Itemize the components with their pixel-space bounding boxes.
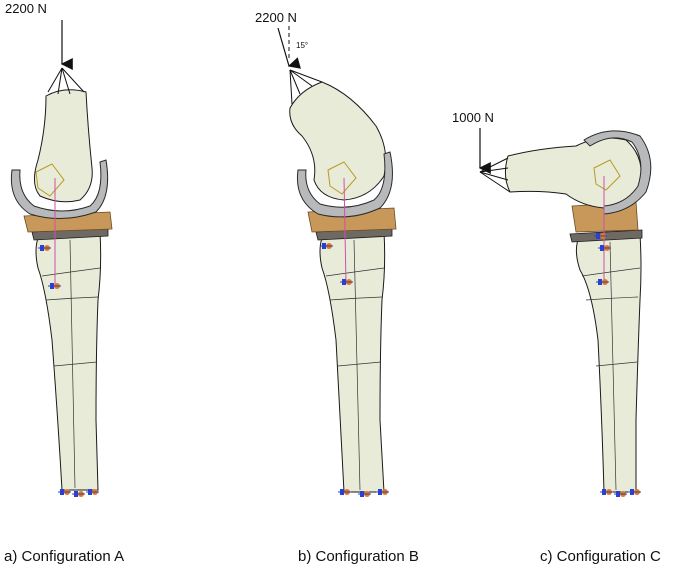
configuration-a-model: 2200 N xyxy=(5,1,113,498)
caption-configuration-c: c) Configuration C xyxy=(540,548,661,565)
load-arrow-b xyxy=(277,27,302,69)
load-spread-b xyxy=(289,69,323,105)
caption-configuration-b: b) Configuration B xyxy=(298,548,419,565)
femoral-component-a xyxy=(10,159,109,220)
configuration-b-model: 15° 2200 N xyxy=(255,10,397,498)
tibia-bone-c xyxy=(575,233,642,493)
configuration-c-model: 1000 N xyxy=(452,110,652,498)
tibia-section-lines-c xyxy=(581,241,641,491)
load-label-a: 2200 N xyxy=(5,1,47,16)
femoral-lug-b xyxy=(327,161,357,195)
tibia-section-lines-b xyxy=(325,239,385,491)
tibia-section-lines-a xyxy=(41,239,101,489)
load-spread-a xyxy=(47,67,85,95)
load-angle-label-b: 15° xyxy=(296,41,308,50)
femoral-lug-c xyxy=(593,159,621,191)
constraint-icon xyxy=(71,490,86,498)
femur-bone-b xyxy=(289,81,387,201)
wire-b xyxy=(343,177,347,285)
caption-configuration-a: a) Configuration A xyxy=(4,548,125,565)
femur-bone-a xyxy=(34,89,93,203)
tibia-bone-a xyxy=(35,231,102,491)
load-label-b: 2200 N xyxy=(255,10,297,25)
femur-bone-c xyxy=(504,137,642,209)
femoral-lug-a xyxy=(35,163,65,197)
femoral-component-b xyxy=(296,151,393,218)
tibia-bone-b xyxy=(319,231,386,493)
load-label-c: 1000 N xyxy=(452,110,494,125)
